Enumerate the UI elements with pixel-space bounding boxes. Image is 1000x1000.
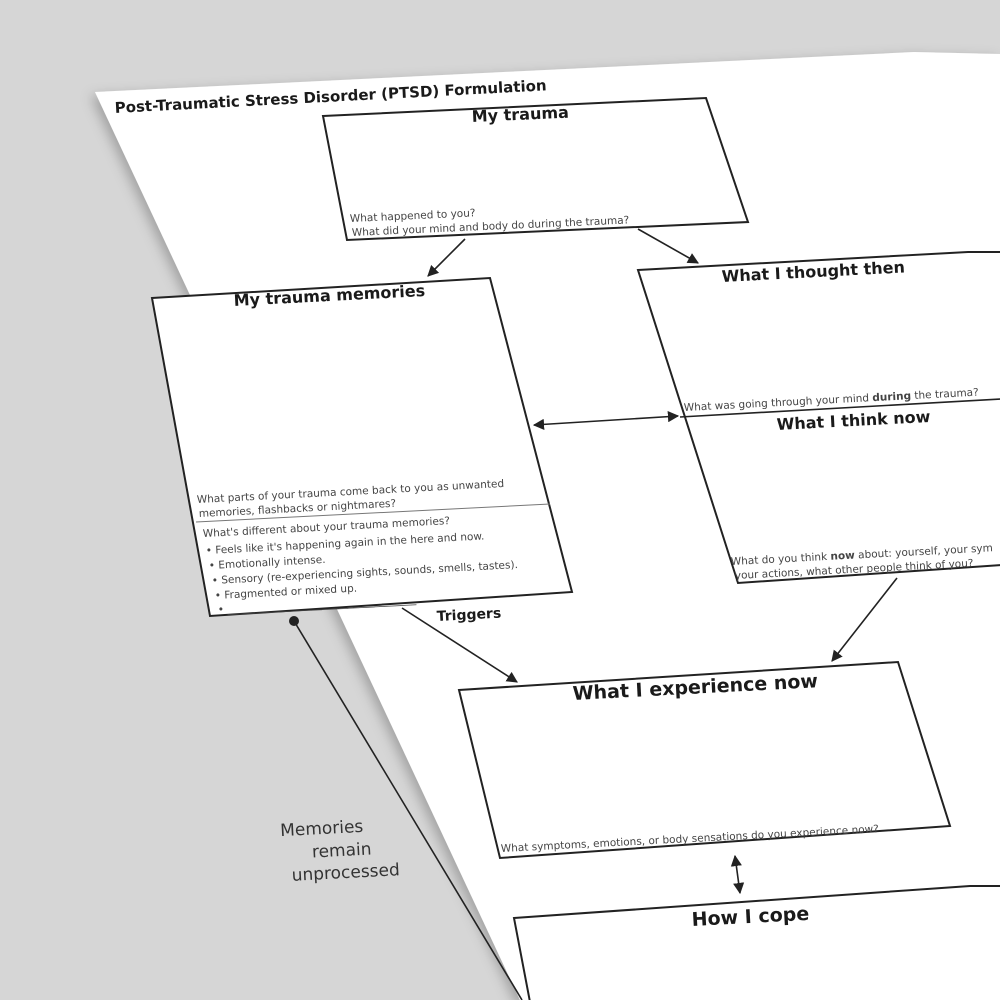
how-i-cope-box: How I cope xyxy=(512,885,1000,1000)
side-label-line-3: unprocessed xyxy=(291,860,400,886)
my-trauma-box: My trauma What happened to you? What did… xyxy=(321,96,750,242)
arrow-memories-thoughts xyxy=(532,411,680,430)
side-label-line-2: remain xyxy=(311,839,372,862)
connector-arrows xyxy=(289,228,898,1000)
experience-now-box: What I experience now What symptoms, emo… xyxy=(457,660,952,860)
my-trauma-heading: My trauma xyxy=(471,103,569,126)
arrow-trauma-to-memories xyxy=(427,238,466,277)
arrow-memories-to-experience xyxy=(401,607,518,683)
my-trauma-prompt-1: What happened to you? xyxy=(350,207,476,225)
unprocessed-line xyxy=(293,620,523,1000)
think-now-prompt-1: What do you think now about: yourself, y… xyxy=(731,542,994,568)
thoughts-box: What I thought then What was going throu… xyxy=(636,251,1000,585)
arrow-trauma-to-thought-then xyxy=(637,228,699,264)
side-label-line-1: Memories xyxy=(280,817,364,841)
arrow-experience-cope xyxy=(730,854,745,895)
trauma-memories-box: My trauma memories What parts of your tr… xyxy=(150,276,574,618)
memories-unprocessed-label: Memories remain unprocessed xyxy=(280,817,401,886)
triggers-label: Triggers xyxy=(436,606,501,625)
arrow-think-now-to-experience xyxy=(831,577,898,662)
